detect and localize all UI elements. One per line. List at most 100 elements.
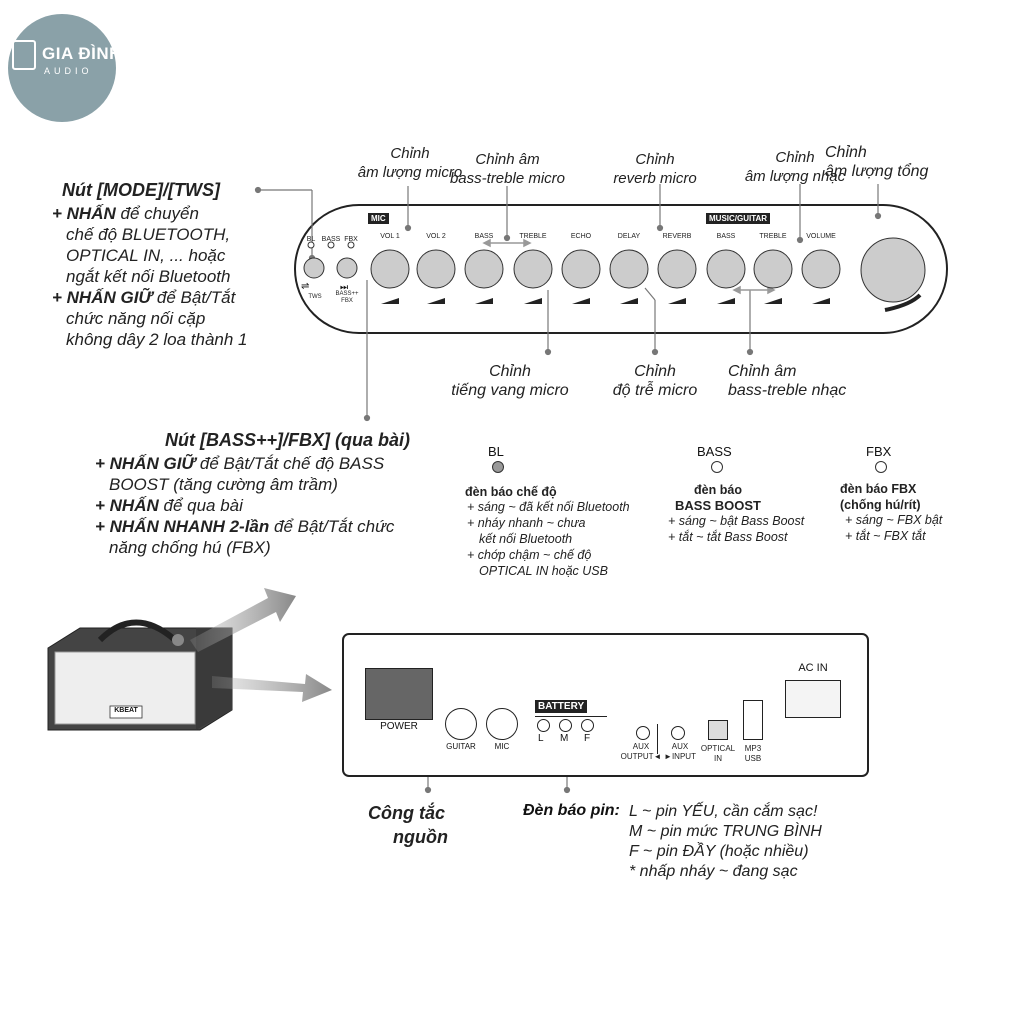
- knob-9: [801, 249, 841, 289]
- battery-l-label: L: [538, 733, 544, 744]
- knob-label-9: VOLUME: [806, 233, 836, 240]
- indicator-bl-lines: + sáng ~ đã kết nối Bluetooth + nháy nha…: [467, 500, 630, 578]
- battery-led-f: [581, 719, 594, 732]
- front-panel-controls: [303, 237, 926, 312]
- knob-8: [753, 249, 793, 289]
- power-label: POWER: [380, 721, 418, 732]
- logo-text-sub: AUDIO: [44, 66, 93, 76]
- level-wedge-3: [524, 298, 542, 304]
- level-wedge-1: [427, 298, 445, 304]
- indicator-fbx-title: đèn báo FBX(chống hú/rít): [840, 482, 921, 512]
- knob-label-4: ECHO: [570, 233, 592, 240]
- indicator-bass-led: [711, 461, 723, 473]
- aux-input-jack[interactable]: [671, 726, 685, 740]
- knob-label-5: DELAY: [617, 233, 641, 240]
- level-wedge-0: [381, 298, 399, 304]
- mic-section-label: MIC: [368, 213, 389, 224]
- level-wedge-5: [620, 298, 638, 304]
- level-wedge-9: [812, 298, 830, 304]
- knob-label-7: BASS: [716, 233, 736, 240]
- ac-in-socket[interactable]: [785, 680, 841, 718]
- indicator-fbx-label: FBX: [866, 444, 892, 459]
- bass-note-title: Nút [BASS++]/FBX] (qua bài): [165, 430, 411, 450]
- led-label-bl: BL: [306, 236, 316, 243]
- battery-f-label: F: [584, 733, 591, 744]
- led-label-fbx: FBX: [344, 236, 358, 243]
- battery-note-body: L ~ pin YẾU, cần cắm sạc! M ~ pin mức TR…: [629, 803, 822, 880]
- level-wedge-2: [475, 298, 493, 304]
- bass-note-body: + NHẤN GIỮ để Bật/Tắt chế độ BASS BOOST …: [95, 454, 395, 557]
- guitar-jack[interactable]: [445, 708, 477, 740]
- mic-jack[interactable]: [486, 708, 518, 740]
- knob-label-3: TREBLE: [519, 233, 547, 240]
- indicator-bass-label: BASS: [697, 444, 732, 459]
- mic-label: MIC: [494, 742, 510, 751]
- knob-4: [561, 249, 601, 289]
- music-section-label: MUSIC/GUITAR: [706, 213, 771, 224]
- level-wedge-6: [668, 298, 686, 304]
- speaker-icon: [12, 40, 36, 70]
- power-switch[interactable]: [365, 668, 433, 720]
- aux-output-jack[interactable]: [636, 726, 650, 740]
- knob-5: [609, 249, 649, 289]
- tws-icon: ⇌: [301, 281, 310, 292]
- knob-label-2: BASS: [474, 233, 494, 240]
- mode-note-title: Nút [MODE]/[TWS]: [62, 180, 220, 200]
- battery-m-label: M: [560, 733, 569, 744]
- level-wedge-4: [572, 298, 590, 304]
- aux-input-label: AUX►INPUT: [664, 742, 696, 761]
- indicator-fbx-lines: + sáng ~ FBX bật+ tắt ~ FBX tắt: [845, 513, 943, 543]
- led-fbx: [347, 241, 355, 249]
- indicator-bl-led: [492, 461, 504, 473]
- knob-7: [706, 249, 746, 289]
- level-wedge-7: [717, 298, 735, 304]
- knob-label-0: VOL 1: [380, 233, 400, 240]
- indicator-bl-title: đèn báo chế độ: [465, 485, 557, 499]
- battery-note-title: Đèn báo pin:: [523, 802, 620, 819]
- led-label-bass: BASS: [321, 236, 341, 243]
- speaker-brand: KBEAT: [114, 707, 138, 714]
- mode-tws-button: [303, 257, 325, 279]
- tws-label: TWS: [308, 294, 322, 300]
- knob-3: [513, 249, 553, 289]
- knob-2: [464, 249, 504, 289]
- knob-0: [370, 249, 410, 289]
- rear-panel-outline: [342, 633, 869, 777]
- knob-label-6: REVERB: [662, 233, 692, 240]
- indicator-fbx-led: [875, 461, 887, 473]
- knob-label-1: VOL 2: [426, 233, 446, 240]
- battery-led-l: [537, 719, 550, 732]
- play-next-icon: ⏭: [340, 282, 349, 292]
- led-bass: [327, 241, 335, 249]
- bass-fbx-label: BASS++ FBX: [335, 291, 359, 304]
- usb-port[interactable]: [743, 700, 763, 740]
- knob-1: [416, 249, 456, 289]
- logo-text-main: GIA ĐÌNH: [42, 44, 122, 63]
- knob-6: [657, 249, 697, 289]
- optical-in-port[interactable]: [708, 720, 728, 740]
- bass-fbx-button: [336, 257, 358, 279]
- battery-label: BATTERY: [535, 700, 588, 713]
- level-wedge-8: [764, 298, 782, 304]
- ac-in-label: AC IN: [798, 662, 828, 674]
- guitar-label: GUITAR: [446, 742, 476, 751]
- knob-label-8: TREBLE: [759, 233, 787, 240]
- master-volume-knob: [860, 237, 926, 303]
- battery-led-m: [559, 719, 572, 732]
- led-bl: [307, 241, 315, 249]
- indicator-bl-label: BL: [488, 444, 504, 459]
- indicator-bass-lines: + sáng ~ bật Bass Boost+ tắt ~ tắt Bass …: [668, 514, 805, 544]
